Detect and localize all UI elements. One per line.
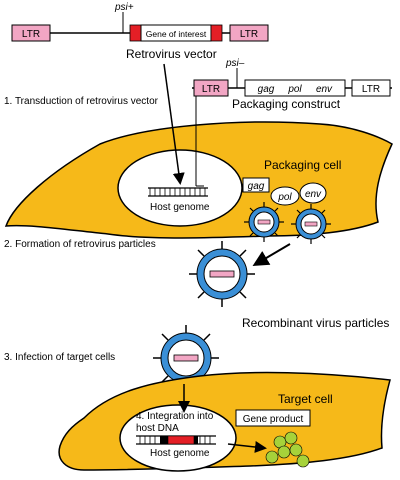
packaging-host-genome-label: Host genome: [150, 202, 210, 213]
construct-ltr-right: [351, 79, 391, 97]
integrated-dna-ladder: [139, 436, 211, 444]
construct-psi-label: psi–: [225, 58, 245, 69]
infecting-virus-particle: [153, 325, 219, 384]
step-4-label-line1: 4. Integration into: [136, 411, 214, 422]
release-arrow: [252, 243, 291, 267]
env-protein-label: env: [305, 189, 322, 200]
vector-ltr-right: [229, 24, 269, 42]
host-genome-dna-ladder: [149, 188, 206, 196]
budding-virus-particle-1: [244, 202, 284, 242]
pol-protein-label: pol: [277, 192, 292, 203]
pol-protein: [270, 186, 300, 206]
vector-ltr-right-label: LTR: [240, 29, 258, 40]
transduction-arrow: [163, 63, 185, 185]
construct-gene-box: [244, 79, 346, 97]
integrated-ltr-right: [194, 436, 198, 444]
vector-gene-red-right: [210, 24, 223, 42]
packaging-construct: psi– LTR gag pol env LTR Packaging const…: [192, 58, 392, 111]
gene-product-label: Gene product: [243, 414, 304, 425]
vector-ltr-left: [11, 24, 51, 42]
step-2-label: 2. Formation of retrovirus particles: [4, 239, 156, 250]
vector-psi-label: psi+: [114, 2, 134, 13]
construct-pol: pol: [287, 84, 302, 95]
released-virus-particle: [189, 241, 255, 307]
gag-protein: [242, 177, 270, 193]
step-3-label: 3. Infection of target cells: [4, 352, 115, 363]
construct-ltr-left-label: LTR: [202, 84, 220, 95]
vector-caption: Retrovirus vector: [126, 47, 217, 61]
packaging-cell-label: Packaging cell: [264, 158, 341, 172]
step-4-label-line2: host DNA: [136, 423, 179, 434]
gene-product-proteins: [265, 431, 310, 468]
budding-virus-particle-2: [291, 204, 331, 244]
construct-gag: gag: [258, 84, 275, 95]
construct-ltr-right-label: LTR: [362, 84, 380, 95]
construct-ltr-left: [193, 79, 229, 97]
env-protein: [299, 182, 327, 204]
expression-arrow: [227, 441, 267, 453]
vector-gene-label: Gene of interest: [146, 29, 207, 39]
target-cell-label: Target cell: [278, 392, 333, 406]
construct-caption: Packaging construct: [232, 97, 341, 111]
integrated-gene: [167, 435, 195, 445]
vector-gene-red-left: [129, 24, 142, 42]
retrovirus-vector: psi+ LTR Gene of interest LTR Retrovirus…: [11, 2, 269, 61]
construct-env: env: [316, 84, 333, 95]
gag-protein-label: gag: [248, 181, 265, 192]
vector-ltr-left-label: LTR: [22, 29, 40, 40]
gene-product-box: [235, 409, 311, 427]
integrated-ltr-left: [160, 436, 168, 444]
step-1-label: 1. Transduction of retrovirus vector: [4, 96, 159, 107]
recombinant-particles-label: Recombinant virus particles: [242, 316, 389, 330]
target-host-genome-label: Host genome: [150, 448, 210, 459]
